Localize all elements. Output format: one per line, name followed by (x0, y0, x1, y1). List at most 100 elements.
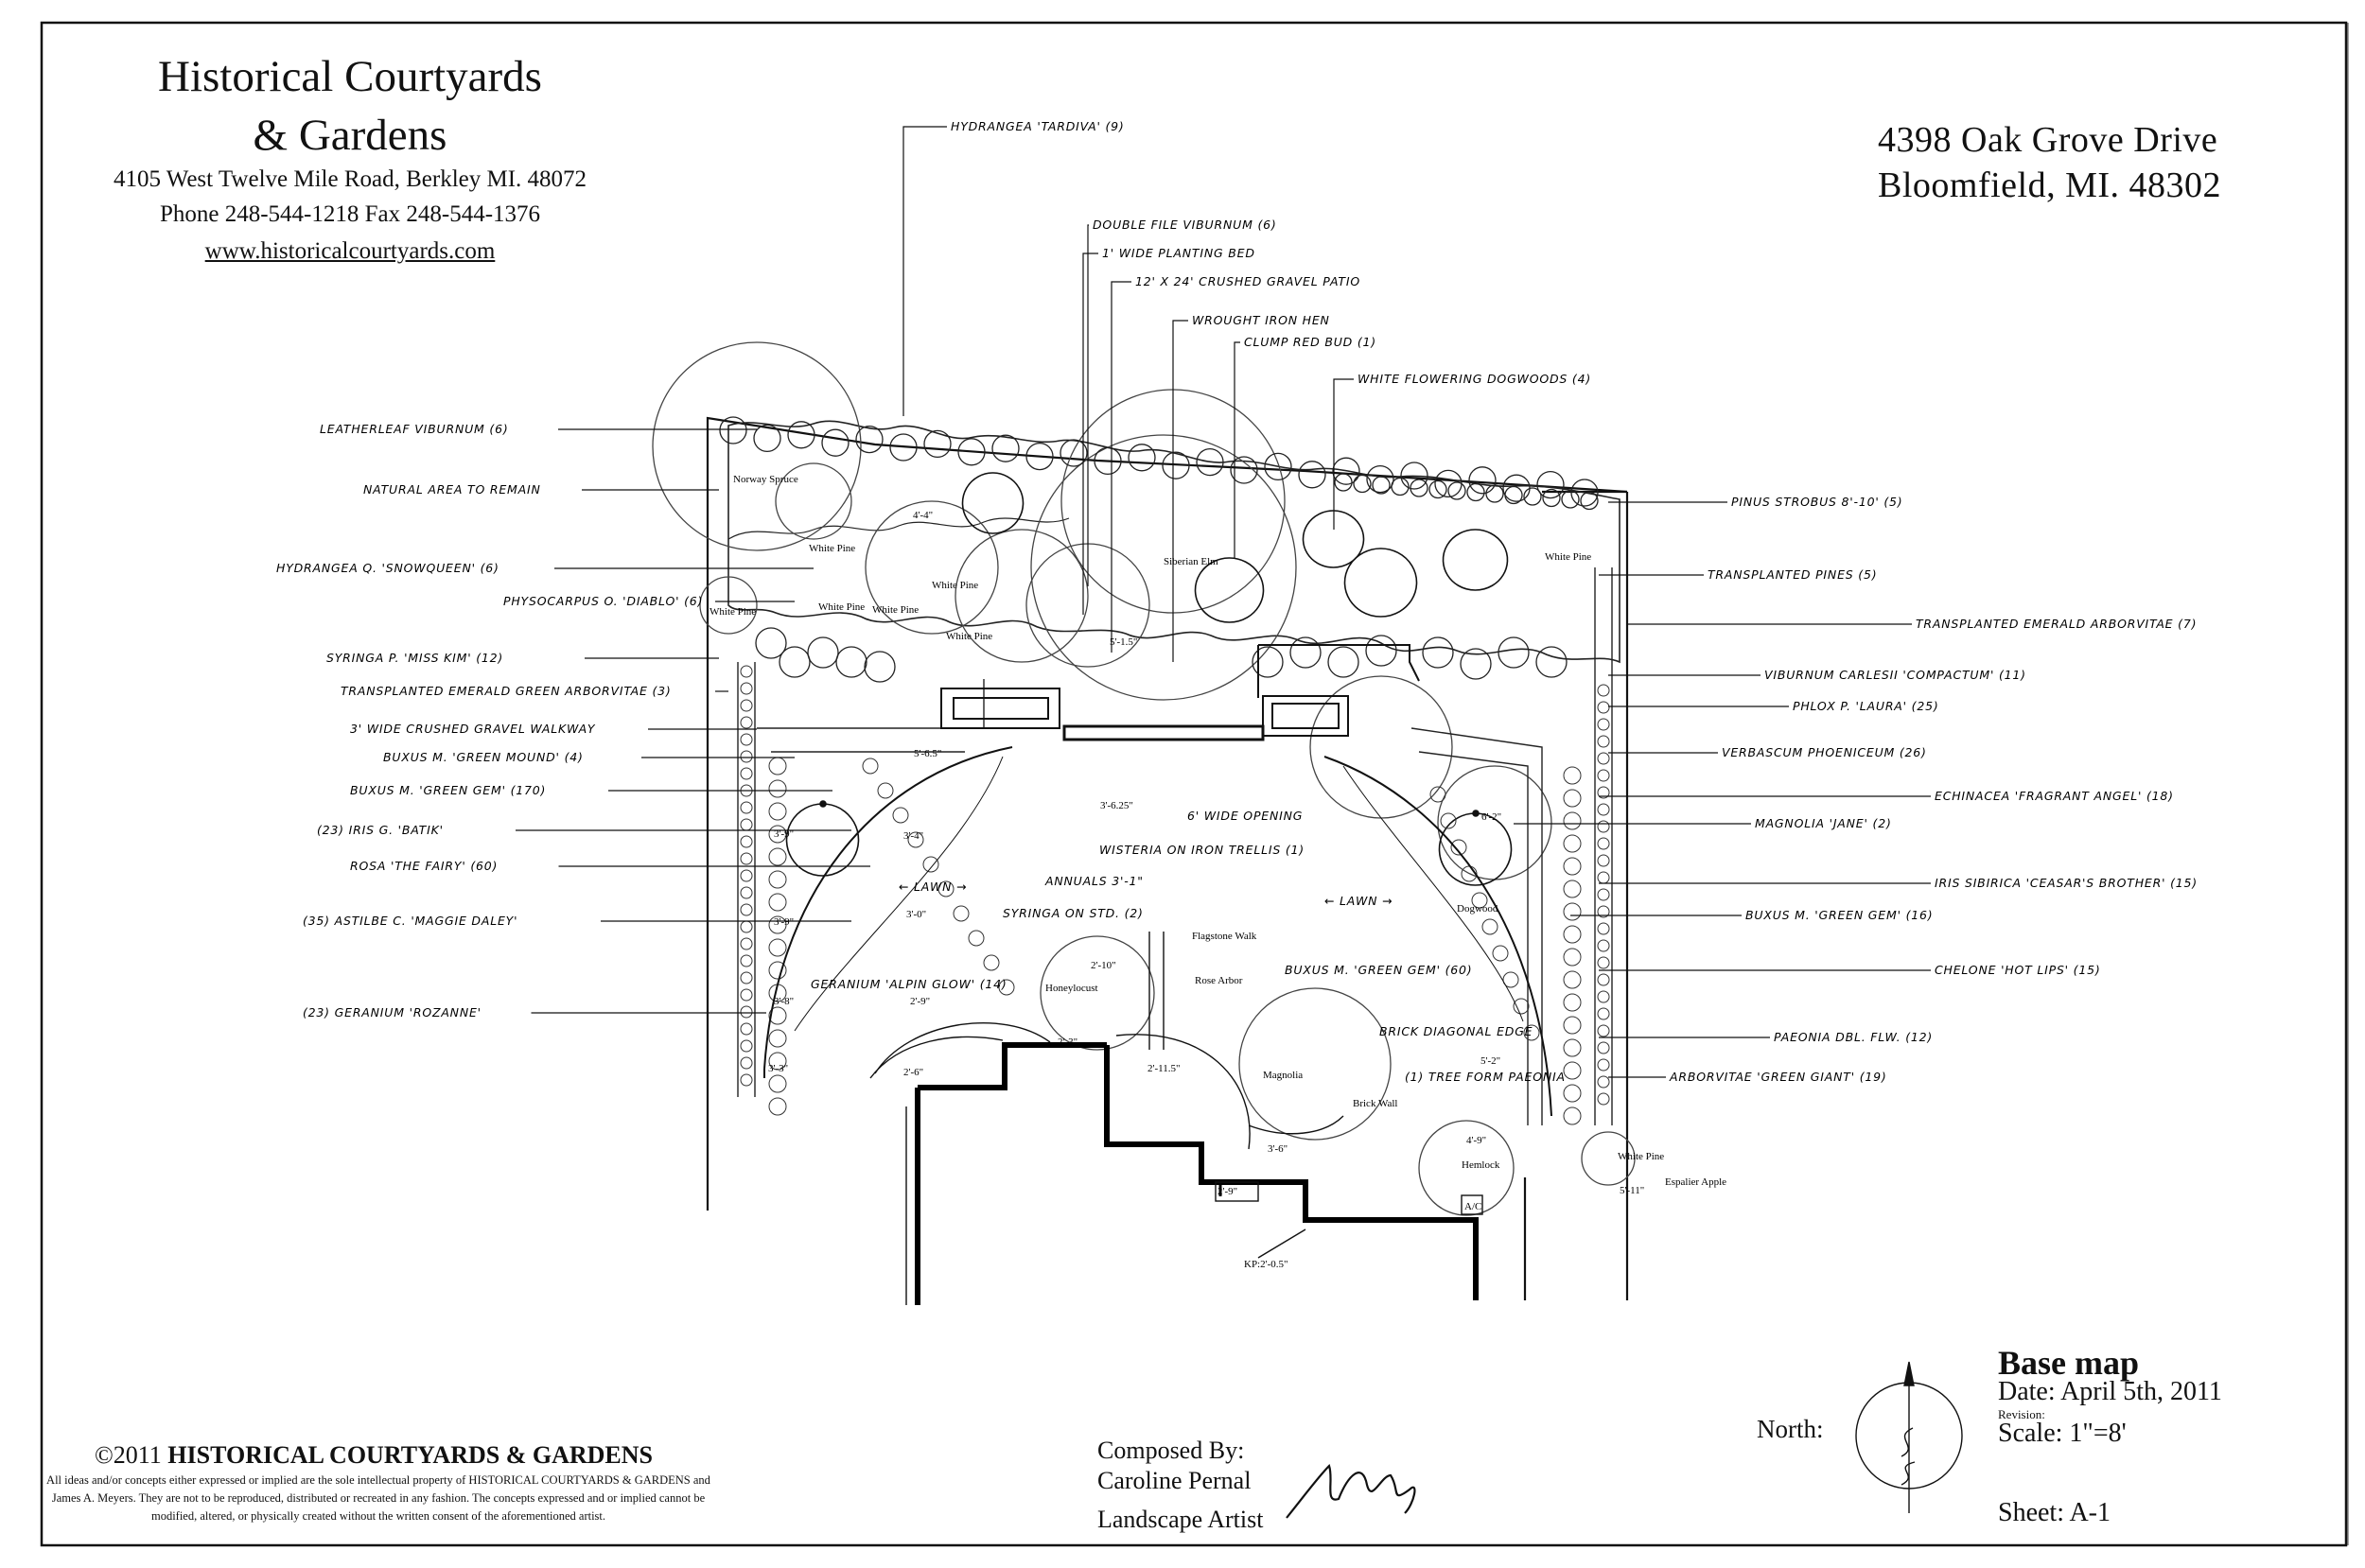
boxwood-icon (740, 835, 753, 848)
plan-note: White Pine (710, 606, 756, 618)
dimension-label: 6'-2" (1481, 811, 1501, 823)
leader-line (1234, 341, 1240, 558)
perennial-icon (877, 782, 894, 799)
shrub-icon (719, 416, 747, 444)
perennial-icon (1563, 902, 1582, 921)
boxwood-icon (740, 920, 753, 933)
perennial-icon (1563, 1106, 1582, 1125)
shrub-icon (1523, 487, 1542, 506)
callout-right-label: IRIS SIBIRICA 'CEASAR'S BROTHER' (15) (1935, 876, 2198, 890)
planter-boxes (940, 644, 1420, 741)
shrub-icon (1289, 636, 1322, 669)
perennial-icon (1440, 812, 1457, 829)
perennial-icon (1563, 1061, 1582, 1080)
dimension-label: 3'-4" (903, 830, 923, 842)
site-address-line2: Bloomfield, MI. 48302 (1878, 166, 2222, 205)
shrub-icon (1162, 451, 1190, 479)
perennial-icon (1563, 789, 1582, 808)
perennial-icon (1563, 834, 1582, 853)
boxwood-icon (740, 852, 753, 865)
boxwood-icon (740, 954, 753, 967)
north-arrow-icon (1855, 1361, 1963, 1513)
callout-center-label: (1) TREE FORM PAEONIA (1405, 1070, 1566, 1084)
boxwood-icon (1597, 1041, 1610, 1054)
shrub-icon (1447, 481, 1466, 500)
plan-note: A/C (1464, 1201, 1481, 1212)
perennial-icon (907, 831, 924, 848)
perennial-icon (983, 954, 1000, 971)
shrub-icon (1025, 442, 1054, 471)
house-thin-lines (869, 932, 1483, 1305)
shrub-icon (1468, 466, 1497, 495)
boxwood-icon (1597, 990, 1610, 1003)
callout-left-label: ROSA 'THE FAIRY' (60) (350, 859, 498, 873)
dimension-label: 5'-1.5" (1110, 636, 1137, 648)
dimension-label: 4'-4" (913, 510, 933, 521)
perennial-icon (768, 847, 787, 866)
boxwood-icon (740, 818, 753, 831)
boxwood-icon (1597, 1058, 1610, 1071)
company-website-link[interactable]: www.historicalcourtyards.com (204, 238, 496, 264)
shrub-icon (1485, 484, 1504, 503)
callout-right-label: CHELONE 'HOT LIPS' (15) (1935, 963, 2101, 977)
boxwood-icon (1597, 718, 1610, 731)
shrub-icon (957, 438, 986, 466)
perennial-icon (968, 930, 985, 947)
callout-top-label: 12' X 24' CRUSHED GRAVEL PATIO (1135, 274, 1360, 288)
callout-top-label: DOUBLE FILE VIBURNUM (6) (1093, 218, 1277, 232)
hedge-dots (740, 665, 1610, 1125)
composed-by-name: Caroline Pernal (1097, 1467, 1252, 1494)
boxwood-icon (1597, 973, 1610, 986)
sheet-revision: Revision: (1998, 1407, 2045, 1421)
shrub-icon (807, 636, 839, 669)
plan-note: White Pine (818, 601, 865, 613)
shrub-icon (1252, 646, 1284, 678)
callout-right-label: TRANSPLANTED PINES (5) (1708, 567, 1877, 582)
perennial-icon (768, 961, 787, 980)
plan-note: White Pine (932, 580, 978, 591)
callout-center-label: GERANIUM 'ALPIN GLOW' (14) (811, 977, 1007, 991)
shrub-icon (923, 429, 952, 459)
callout-left-label: (23) IRIS G. 'BATIK' (317, 823, 444, 837)
dimension-label: KP:2'-0.5" (1244, 1259, 1288, 1270)
company-phone: Phone 248-544-1218 Fax 248-544-1376 (159, 201, 541, 227)
callout-center-label: ← LAWN → (899, 880, 967, 894)
plan-note: Hemlock (1462, 1159, 1500, 1171)
callout-left-label: 3' WIDE CRUSHED GRAVEL WALKWAY (350, 722, 596, 736)
shrub-icon (1264, 452, 1292, 481)
shrub-icon (821, 428, 850, 457)
callout-right-label: ECHINACEA 'FRAGRANT ANGEL' (18) (1935, 789, 2174, 803)
perennial-icon (862, 758, 879, 775)
shrub-icon (835, 646, 867, 678)
leader-line (1333, 378, 1354, 530)
dimension-labels: 4'-4"5'-1.5"5'-6.5"3'-6.25"3'-9"3'-4"3'-… (768, 510, 1644, 1270)
perennial-icon (768, 825, 787, 844)
shrub-icon (1094, 446, 1122, 476)
sheet-number: Sheet: A-1 (1998, 1498, 2111, 1527)
boxwood-icon (740, 801, 753, 814)
dimension-label: 2'-3" (1058, 1037, 1077, 1048)
perennial-icon (953, 905, 970, 922)
boxwood-icon (740, 1022, 753, 1036)
shrub-icon (1536, 470, 1565, 499)
shrub-icon (1372, 476, 1391, 495)
leader-line (1087, 224, 1089, 586)
perennial-icon (768, 1029, 787, 1048)
dimension-label: 2'-6" (903, 1067, 923, 1078)
callout-left-label: NATURAL AREA TO REMAIN (363, 482, 541, 497)
shrub-icon (1391, 477, 1410, 497)
company-name: Historical Courtyards & Gardens (142, 47, 558, 165)
perennial-icon (922, 856, 939, 873)
boxwood-icon (1597, 922, 1610, 935)
callout-right-label: VIBURNUM CARLESII 'COMPACTUM' (11) (1764, 668, 2026, 682)
perennial-icon (1563, 880, 1582, 898)
dimension-label: 3'-9" (774, 828, 794, 840)
shrub-icon (1561, 490, 1580, 509)
boxwood-icon (740, 682, 753, 695)
perennial-icon (1563, 1038, 1582, 1057)
callout-right-label: MAGNOLIA 'JANE' (2) (1755, 816, 1892, 830)
boxwood-icon (740, 971, 753, 984)
boxwood-icon (740, 988, 753, 1002)
